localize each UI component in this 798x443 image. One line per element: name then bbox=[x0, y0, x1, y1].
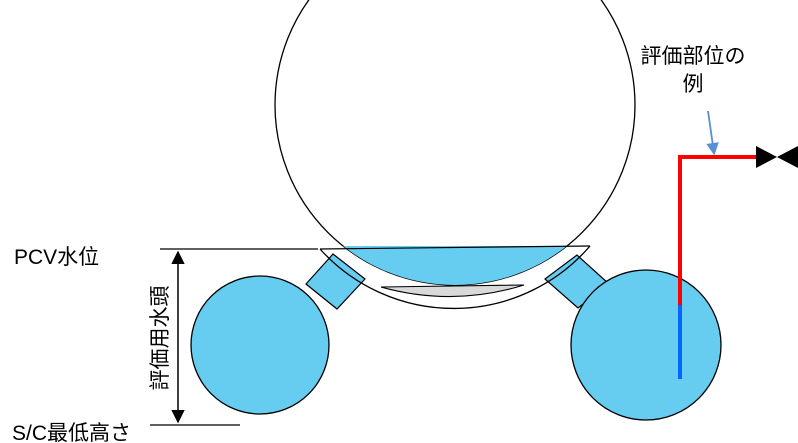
evaluation-pipe-upper bbox=[678, 155, 758, 305]
sc-min-height-label: S/C最低高さ bbox=[12, 422, 131, 443]
drywell-water-surface bbox=[319, 245, 591, 250]
down-arrow-icon bbox=[706, 110, 719, 156]
drywell-sediment bbox=[380, 284, 525, 298]
drywell-lower-arc bbox=[319, 245, 591, 310]
left-suppression-chamber bbox=[190, 275, 330, 415]
pcv-water-level-label: PCV水位 bbox=[14, 246, 99, 269]
right-suppression-chamber bbox=[570, 269, 722, 421]
gate-valve-icon bbox=[756, 146, 798, 168]
evaluation-location-label-line1: 評価部位の bbox=[641, 45, 746, 68]
left-vent-pipe bbox=[305, 253, 366, 310]
evaluation-location-label-line2: 例 bbox=[683, 73, 704, 96]
evaluation-head-label: 評価用水頭 bbox=[149, 286, 172, 391]
drywell-outline bbox=[274, 0, 636, 286]
